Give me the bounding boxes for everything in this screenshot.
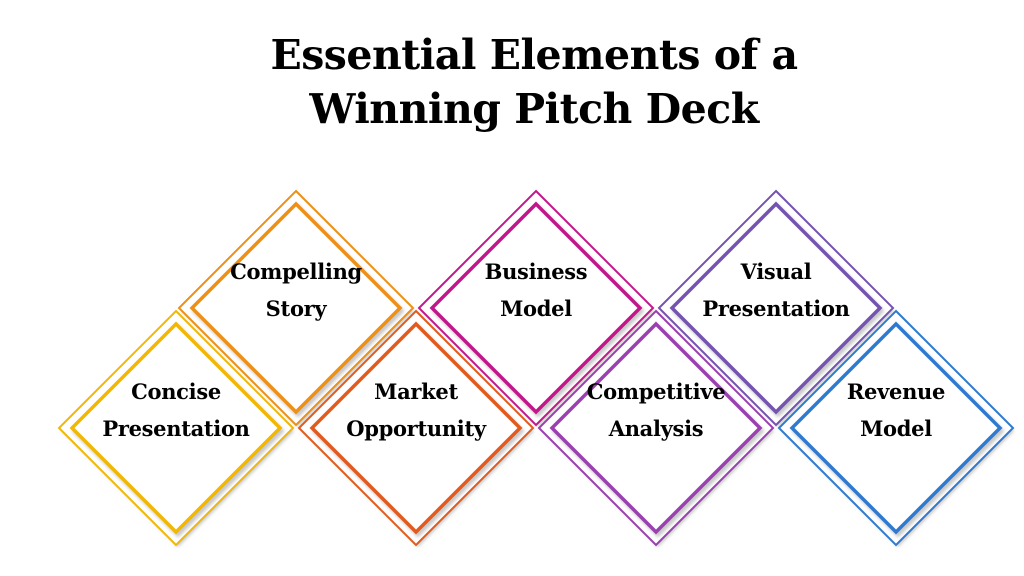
- diamond-concise-presentation: [57, 309, 295, 547]
- label-line-2: Presentation: [702, 296, 850, 321]
- diamond-inner-border: [669, 201, 883, 415]
- label-line-1: Competitive: [586, 379, 726, 404]
- diamond-revenue-model: [777, 309, 1015, 547]
- diamond-market-opportunity: [297, 309, 535, 547]
- label-revenue-model: Revenue Model: [796, 373, 996, 447]
- diamond-visual-presentation: [657, 189, 895, 427]
- label-visual-presentation: Visual Presentation: [676, 253, 876, 327]
- label-line-2: Presentation: [102, 416, 250, 441]
- diamond-outer-border: [537, 309, 775, 547]
- diamond-inner-border: [429, 201, 643, 415]
- label-competitive-analysis: Competitive Analysis: [556, 373, 756, 447]
- diamond-compelling-story: [177, 189, 415, 427]
- label-compelling-story: Compelling Story: [196, 253, 396, 327]
- label-line-1: Market: [374, 379, 458, 404]
- title-line-2: Winning Pitch Deck: [309, 85, 759, 133]
- diamond-inner-border: [189, 201, 403, 415]
- label-line-1: Concise: [131, 379, 221, 404]
- label-market-opportunity: Market Opportunity: [316, 373, 516, 447]
- diamond-outer-border: [657, 189, 895, 427]
- diamond-outer-border: [57, 309, 295, 547]
- label-line-1: Visual: [740, 259, 812, 284]
- label-business-model: Business Model: [436, 253, 636, 327]
- label-line-2: Analysis: [608, 416, 704, 441]
- diamond-inner-border: [789, 321, 1003, 535]
- diamond-outer-border: [297, 309, 535, 547]
- diamond-outer-border: [777, 309, 1015, 547]
- label-concise-presentation: Concise Presentation: [76, 373, 276, 447]
- label-line-2: Opportunity: [346, 416, 486, 441]
- title-line-1: Essential Elements of a: [270, 31, 798, 79]
- diamond-inner-border: [69, 321, 283, 535]
- diamond-outer-border: [177, 189, 415, 427]
- diamond-business-model: [417, 189, 655, 427]
- label-line-1: Business: [484, 259, 588, 284]
- diamond-inner-border: [309, 321, 523, 535]
- label-line-1: Revenue: [846, 379, 946, 404]
- diamond-competitive-analysis: [537, 309, 775, 547]
- label-line-1: Compelling: [230, 259, 362, 284]
- label-line-2: Story: [265, 296, 327, 321]
- diamond-group: [57, 189, 1015, 547]
- label-line-2: Model: [500, 296, 572, 321]
- diamond-inner-border: [549, 321, 763, 535]
- diagram-title: Essential Elements of a Winning Pitch De…: [0, 28, 1024, 136]
- label-line-2: Model: [860, 416, 932, 441]
- diamond-outer-border: [417, 189, 655, 427]
